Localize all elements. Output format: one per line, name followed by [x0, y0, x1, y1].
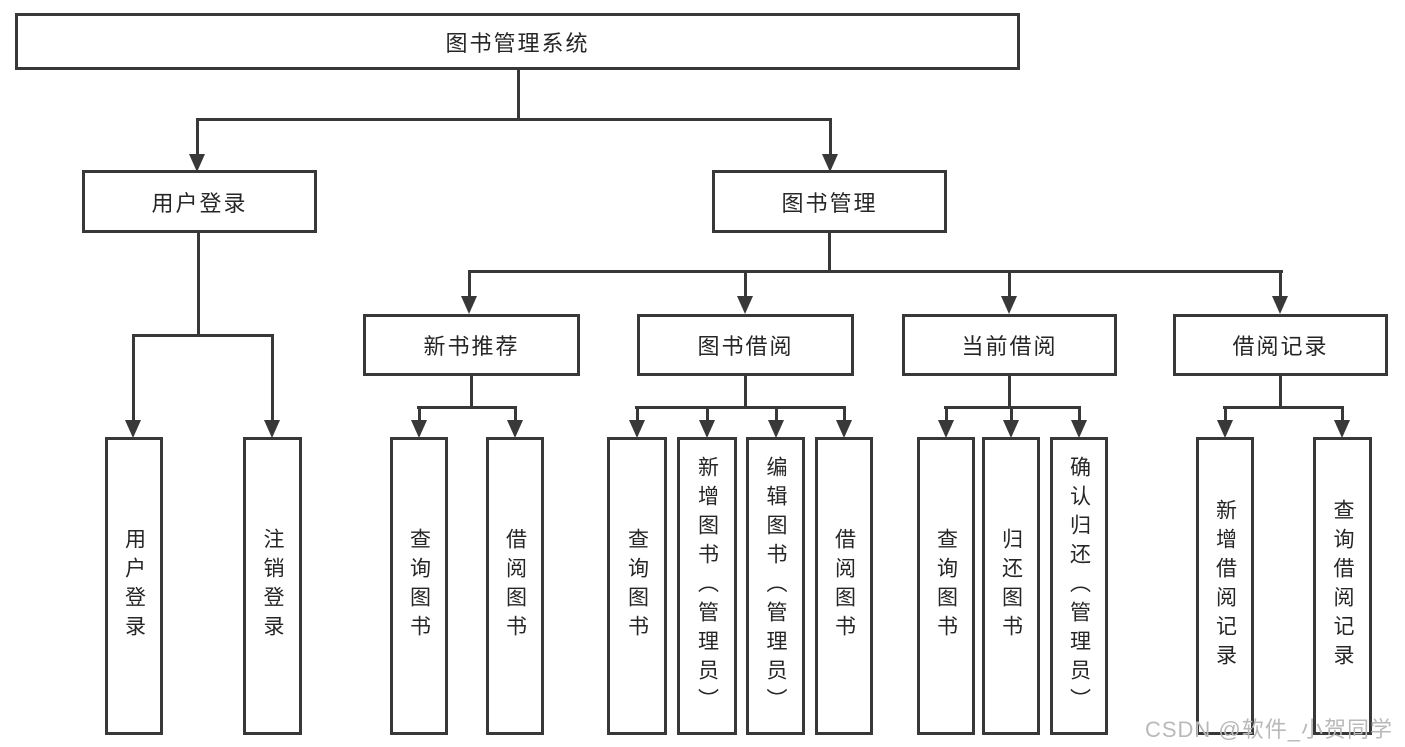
down-arrowhead-icon [699, 420, 715, 438]
node-label: 图书管理 [781, 190, 878, 216]
connector-line [1008, 376, 1011, 409]
leaf-add-borrow-record: 新增借阅记录 [1196, 437, 1254, 735]
node-label: 新书推荐 [423, 334, 520, 359]
connector-line [706, 408, 709, 422]
connector-line [636, 408, 639, 422]
connector-line [271, 336, 274, 422]
connector-line [1008, 272, 1011, 298]
connector-line [1341, 408, 1344, 422]
leaf-label: 用户登录 [122, 528, 146, 644]
connector-line [744, 376, 747, 409]
leaf-label: 确认归还（管理员） [1067, 455, 1091, 717]
connector-line [468, 272, 471, 298]
connector-line [132, 336, 135, 422]
leaf-borrow-books-newbook: 借阅图书 [486, 437, 544, 735]
node-label: 图书借阅 [697, 334, 794, 359]
connector-line [1279, 376, 1282, 409]
node-label: 用户登录 [151, 190, 248, 216]
down-arrowhead-icon [938, 420, 954, 438]
node-book-management: 图书管理 [712, 170, 947, 233]
connector-line [1279, 272, 1282, 298]
leaf-label: 查询借阅记录 [1331, 499, 1354, 673]
connector-line [196, 120, 199, 156]
leaf-add-books-admin: 新增图书（管理员） [677, 437, 737, 735]
leaf-search-borrow-record: 查询借阅记录 [1313, 437, 1372, 735]
node-new-book-recommendation: 新书推荐 [363, 314, 580, 376]
leaf-label: 归还图书 [999, 528, 1023, 644]
down-arrowhead-icon [1217, 420, 1233, 438]
down-arrowhead-icon [507, 420, 523, 438]
down-arrowhead-icon [836, 420, 852, 438]
connector-line [775, 408, 778, 422]
leaf-edit-books-admin: 编辑图书（管理员） [746, 437, 805, 735]
node-borrowing-records: 借阅记录 [1173, 314, 1388, 376]
connector-line [197, 233, 200, 337]
leaf-label: 注销登录 [261, 528, 284, 644]
connector-line [744, 272, 747, 298]
down-arrowhead-icon [189, 154, 205, 172]
leaf-label: 查询图书 [407, 528, 431, 644]
down-arrowhead-icon [822, 154, 838, 172]
down-arrowhead-icon [768, 420, 784, 438]
connector-line [1010, 408, 1013, 422]
connector-line [829, 120, 832, 156]
down-arrowhead-icon [1001, 296, 1017, 314]
connector-line [514, 408, 517, 422]
down-arrowhead-icon [1272, 296, 1288, 314]
leaf-label: 借阅图书 [503, 528, 527, 644]
connector-line [417, 406, 517, 409]
connector-line [1078, 408, 1081, 422]
node-library-management-system: 图书管理系统 [15, 13, 1020, 70]
leaf-search-books-current: 查询图书 [917, 437, 975, 735]
node-label: 图书管理系统 [445, 30, 590, 56]
down-arrowhead-icon [125, 420, 141, 438]
leaf-confirm-return-admin: 确认归还（管理员） [1050, 437, 1108, 735]
connector-line [132, 334, 274, 337]
node-book-borrowing: 图书借阅 [637, 314, 854, 376]
down-arrowhead-icon [461, 296, 477, 314]
leaf-logout: 注销登录 [243, 437, 302, 735]
connector-line [843, 408, 846, 422]
connector-line [517, 70, 520, 118]
node-user-login: 用户登录 [82, 170, 317, 233]
connector-line [1224, 408, 1227, 422]
leaf-borrow-books-borrowing: 借阅图书 [815, 437, 873, 735]
down-arrowhead-icon [1071, 420, 1087, 438]
leaf-label: 新增借阅记录 [1213, 499, 1237, 673]
down-arrowhead-icon [737, 296, 753, 314]
csdn-watermark: CSDN @软件_小贺同学 [1144, 717, 1393, 742]
connector-line [418, 408, 421, 422]
node-current-borrowing: 当前借阅 [902, 314, 1117, 376]
node-label: 当前借阅 [961, 334, 1058, 359]
leaf-label: 编辑图书（管理员） [764, 455, 787, 717]
leaf-search-books-newbook: 查询图书 [390, 437, 448, 735]
down-arrowhead-icon [264, 420, 280, 438]
node-label: 借阅记录 [1232, 334, 1329, 359]
down-arrowhead-icon [1003, 420, 1019, 438]
down-arrowhead-icon [1334, 420, 1350, 438]
connector-line [468, 270, 1283, 273]
leaf-label: 新增图书（管理员） [695, 455, 719, 717]
connector-line [1223, 406, 1344, 409]
connector-line [635, 406, 846, 409]
connector-line [196, 118, 832, 121]
leaf-return-books: 归还图书 [982, 437, 1040, 735]
connector-line [828, 233, 831, 273]
connector-line [945, 408, 948, 422]
down-arrowhead-icon [411, 420, 427, 438]
connector-line [470, 376, 473, 409]
leaf-user-login: 用户登录 [105, 437, 163, 735]
leaf-label: 查询图书 [625, 528, 649, 644]
down-arrowhead-icon [629, 420, 645, 438]
leaf-search-books-borrowing: 查询图书 [607, 437, 667, 735]
leaf-label: 借阅图书 [832, 528, 856, 644]
connector-line [944, 406, 1081, 409]
leaf-label: 查询图书 [934, 528, 958, 644]
